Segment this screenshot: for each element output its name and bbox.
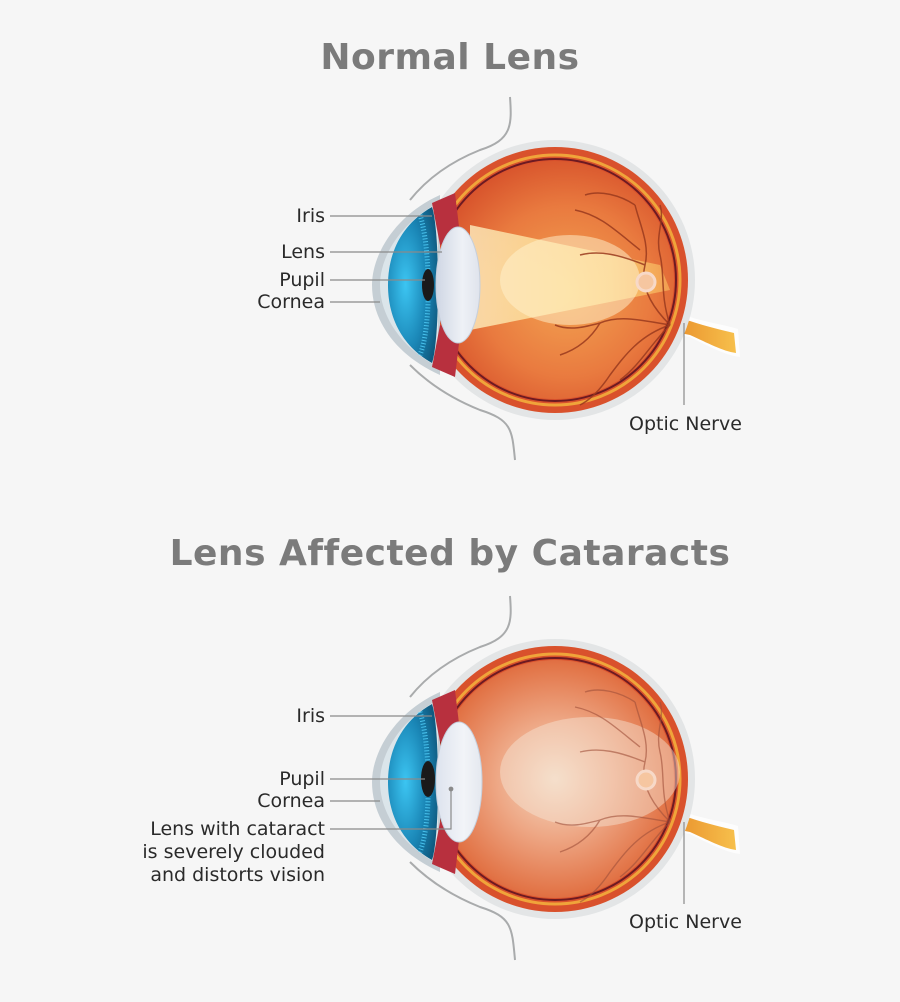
label-iris: Iris <box>296 705 325 727</box>
leader-lines <box>330 215 685 405</box>
title-cataract-lens: Lens Affected by Cataracts <box>169 533 731 574</box>
label-optic-nerve: Optic Nerve <box>629 911 742 933</box>
leader-lines <box>330 715 685 904</box>
label-cornea: Cornea <box>257 790 325 812</box>
optic-disc <box>635 271 657 293</box>
label-optic-nerve: Optic Nerve <box>629 413 742 435</box>
label-lens: Lens <box>281 241 325 263</box>
normal-eye-illustration <box>330 96 740 461</box>
label-cornea: Cornea <box>257 291 325 313</box>
vitreous-body-clouded <box>436 660 674 898</box>
retinal-blood-vessels <box>554 689 671 903</box>
cataract-eye-illustration <box>330 595 740 961</box>
lower-eyelid-line <box>409 861 516 961</box>
label-pupil: Pupil <box>279 269 325 291</box>
label-lens-cataract-line3: and distorts vision <box>150 864 325 886</box>
iris <box>388 704 438 860</box>
retinal-blood-vessels <box>554 192 671 406</box>
label-pupil: Pupil <box>279 768 325 790</box>
clouded-lens <box>435 721 483 843</box>
pupil <box>421 761 435 797</box>
upper-eyelid-line <box>409 96 512 201</box>
label-iris: Iris <box>296 205 325 227</box>
upper-eyelid-line <box>409 595 512 698</box>
iris <box>388 207 438 363</box>
title-normal-lens: Normal Lens <box>320 37 580 78</box>
pupil <box>422 269 434 301</box>
lens <box>435 226 481 344</box>
lower-eyelid-line <box>409 364 516 461</box>
optic-disc <box>635 769 657 791</box>
label-lens-cataract-line1: Lens with cataract <box>150 818 325 840</box>
label-lens-cataract-line2: is severely clouded <box>142 841 325 863</box>
normal-eye-diagram: Iris Lens Pupil Cornea Optic Nerve <box>0 85 900 485</box>
cataract-eye-diagram: Iris Pupil Cornea Lens with cataract is … <box>0 582 900 982</box>
